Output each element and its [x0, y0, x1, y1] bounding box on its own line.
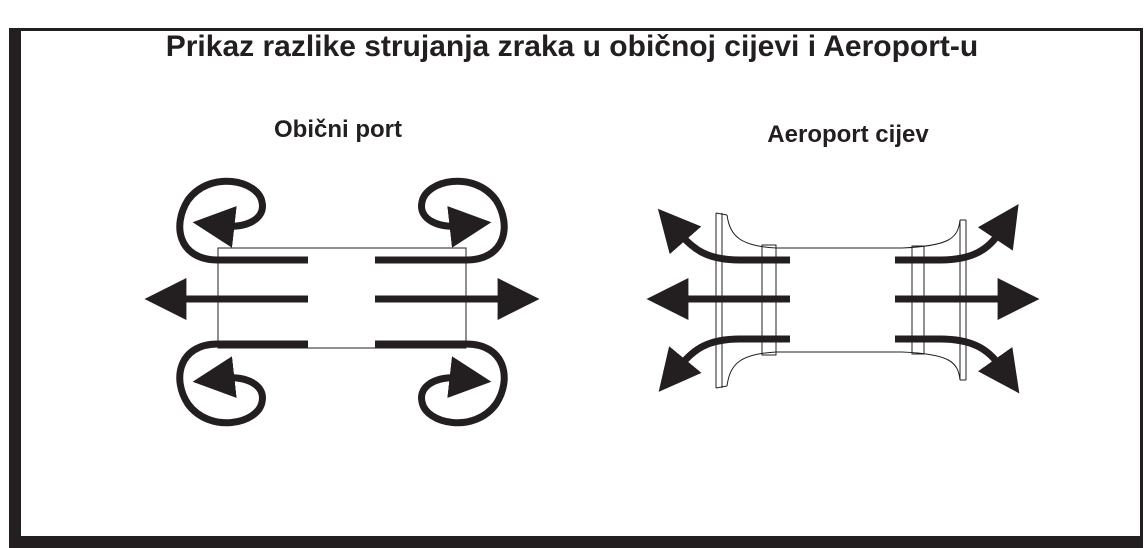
ordinary-port-label: Obični port [274, 116, 402, 143]
tube-arrow-left-top [657, 208, 741, 264]
vortex-bottom-left [176, 340, 266, 427]
diagram-frame [9, 28, 1143, 548]
diagram-title: Prikaz razlike strujanja zraka u običnoj… [165, 30, 979, 63]
aeroport-arrows [646, 204, 1040, 394]
ordinary-port [144, 177, 540, 427]
vortex-bottom-right [418, 340, 508, 427]
aeroport-flow-lines [740, 256, 940, 343]
tube-arrow-right-bottom [939, 335, 1020, 394]
vortex-top-left [176, 177, 266, 264]
tube-arrow-left-bottom [658, 335, 741, 392]
ordinary-port-arrows [144, 177, 540, 427]
aeroport-tube-label: Aeroport cijev [767, 121, 929, 148]
ordinary-port-flow-lines [218, 256, 466, 348]
vortex-top-right [418, 177, 508, 264]
tube-arrow-right-top [939, 204, 1019, 264]
aeroport-tube [646, 204, 1040, 394]
